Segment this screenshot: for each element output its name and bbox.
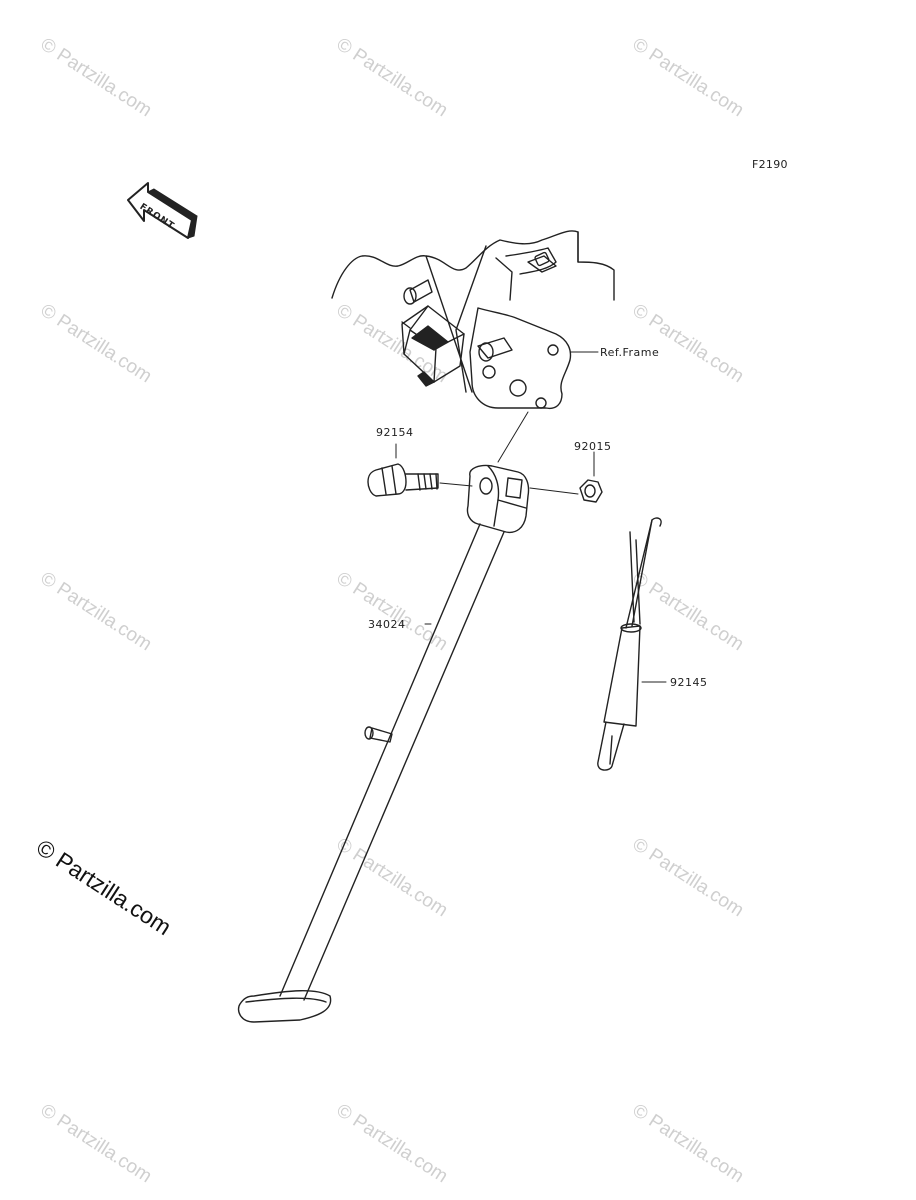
nut-92015 [529,451,603,503]
side-stand-34024 [237,464,530,1023]
reference-label: Ref.Frame [600,346,660,359]
part-callout-92154: 92154 [376,426,414,439]
part-callout-92015: 92015 [574,440,612,453]
spring-92145 [597,517,667,771]
frame-block [401,305,465,387]
part-callout-34024: 34024 [368,618,406,631]
frame-illustration [331,230,615,463]
part-callout-92145: 92145 [670,676,708,689]
front-arrow-icon [127,182,198,239]
figure-code: F2190 [752,158,788,171]
bolt-92154 [367,443,473,497]
